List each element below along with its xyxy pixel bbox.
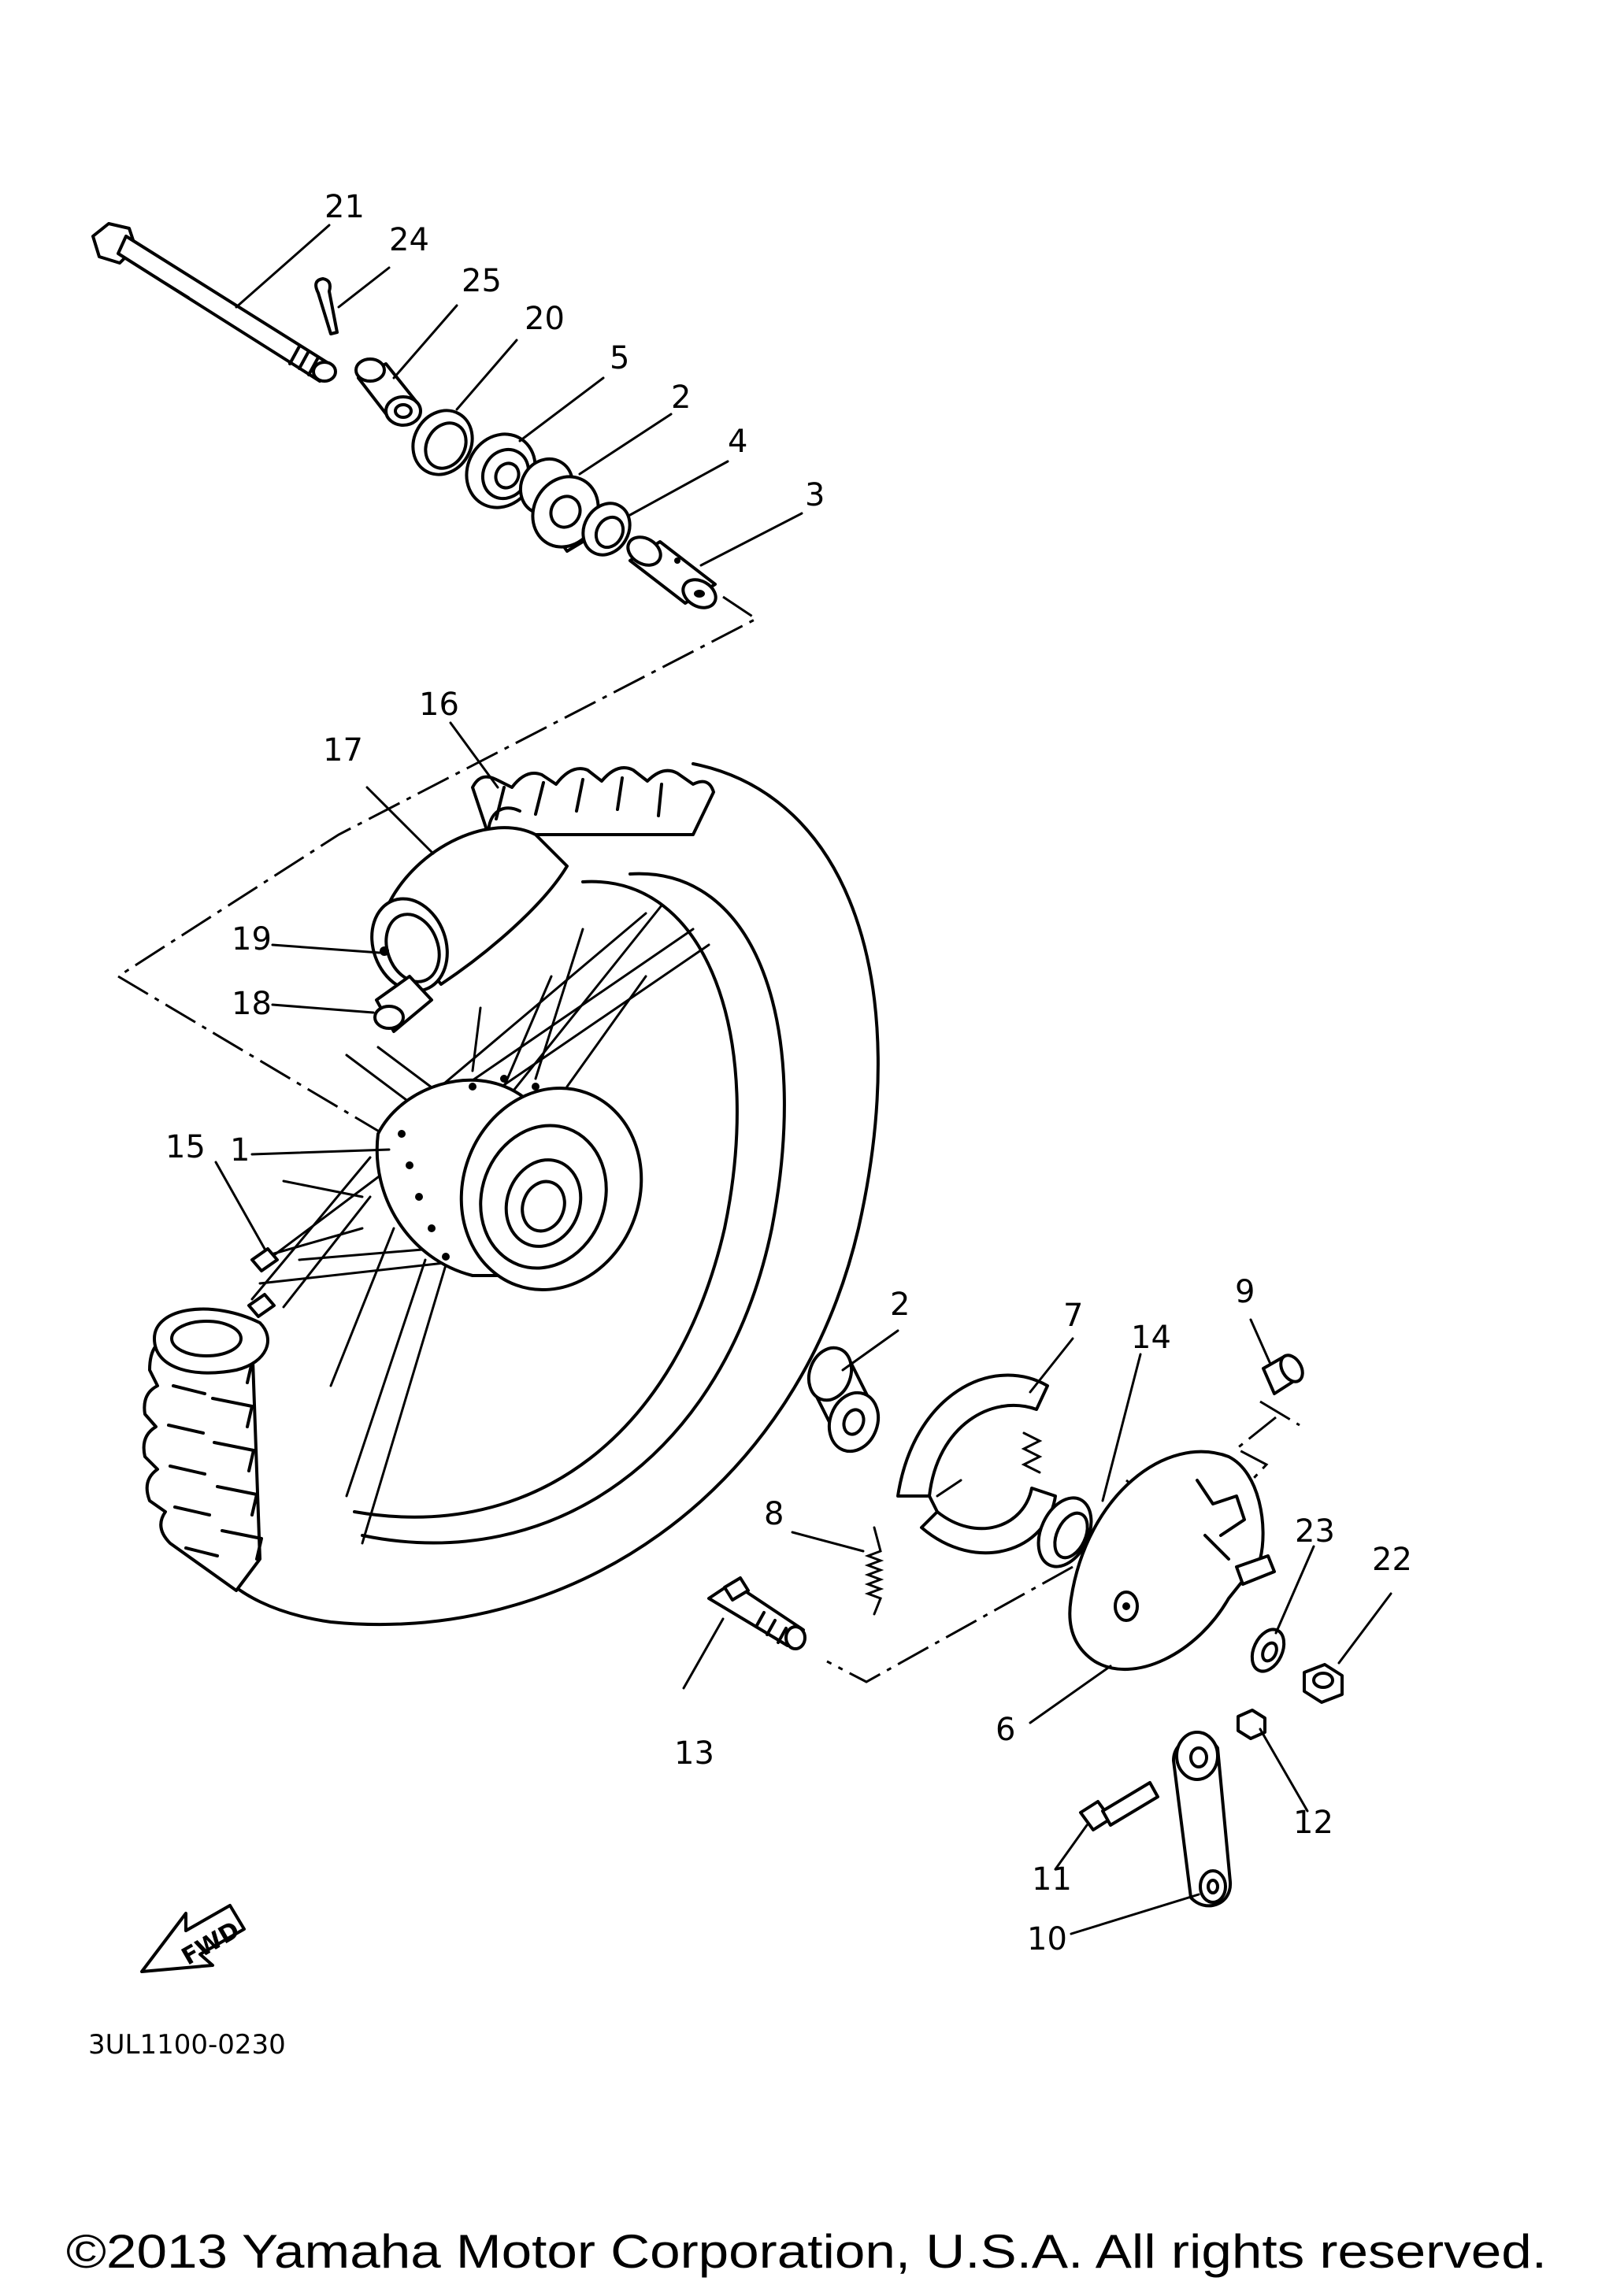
brake-plate-part (1068, 1450, 1276, 1671)
nut-12-part (1237, 1709, 1266, 1740)
copyright-text: ©2013 Yamaha Motor Corporation, U.S.A. A… (66, 2225, 1547, 2278)
brake-seal-part (1036, 1496, 1093, 1568)
callout-2-upper: 2 (671, 380, 691, 416)
callout-21: 21 (324, 189, 365, 225)
oil-seal-4-part (581, 502, 632, 557)
cotter-pin-part (314, 277, 339, 335)
cap-part (1262, 1354, 1304, 1395)
callout-labels: 21 24 25 20 5 2 4 3 16 17 19 18 1 15 2 7… (165, 189, 1412, 1957)
spacer-part (626, 535, 718, 609)
leader-lines (214, 224, 1392, 1935)
callout-8: 8 (764, 1496, 784, 1532)
callout-12: 12 (1293, 1805, 1333, 1841)
bearing-2-lower-part (806, 1346, 881, 1454)
brake-shoe-part (896, 1373, 1057, 1555)
callout-15: 15 (165, 1129, 206, 1165)
spoke-nipple-part (247, 1247, 279, 1318)
fwd-arrow-icon: FWD (140, 1904, 246, 1973)
oil-seal-part (411, 409, 474, 476)
callout-14: 14 (1131, 1320, 1171, 1356)
diagram-code: 3UL1100-0230 (88, 2029, 286, 2061)
callout-18: 18 (232, 986, 272, 1022)
callout-23: 23 (1295, 1513, 1335, 1550)
brake-spring-part (864, 1526, 884, 1616)
callout-11: 11 (1032, 1861, 1072, 1898)
valve-part (373, 946, 433, 1033)
callout-24: 24 (389, 222, 429, 258)
callout-10: 10 (1027, 1921, 1067, 1957)
wheel-hub-part (250, 904, 710, 1545)
camshaft-part (707, 1576, 806, 1650)
callout-19: 19 (232, 921, 272, 957)
callout-17: 17 (323, 732, 363, 768)
collar-part (354, 357, 422, 427)
callout-6: 6 (996, 1712, 1015, 1748)
axle-part (91, 222, 337, 383)
callout-22: 22 (1372, 1542, 1412, 1578)
callout-1: 1 (230, 1132, 250, 1168)
callout-7: 7 (1063, 1298, 1083, 1334)
callout-25: 25 (462, 263, 502, 299)
callout-4: 4 (728, 424, 747, 460)
callout-9: 9 (1235, 1274, 1255, 1310)
camshaft-lever-part (1172, 1731, 1233, 1908)
washer-part (1250, 1628, 1286, 1673)
callout-2-lower: 2 (890, 1287, 910, 1323)
wheel-tire-part (142, 762, 880, 1627)
callout-20: 20 (525, 301, 565, 337)
bolt-part (1079, 1781, 1159, 1831)
callout-16: 16 (419, 687, 459, 723)
callout-3: 3 (805, 477, 825, 513)
nut-22-part (1303, 1663, 1344, 1704)
callout-5: 5 (610, 340, 629, 376)
tube-part (370, 826, 569, 993)
callout-13: 13 (674, 1735, 714, 1772)
